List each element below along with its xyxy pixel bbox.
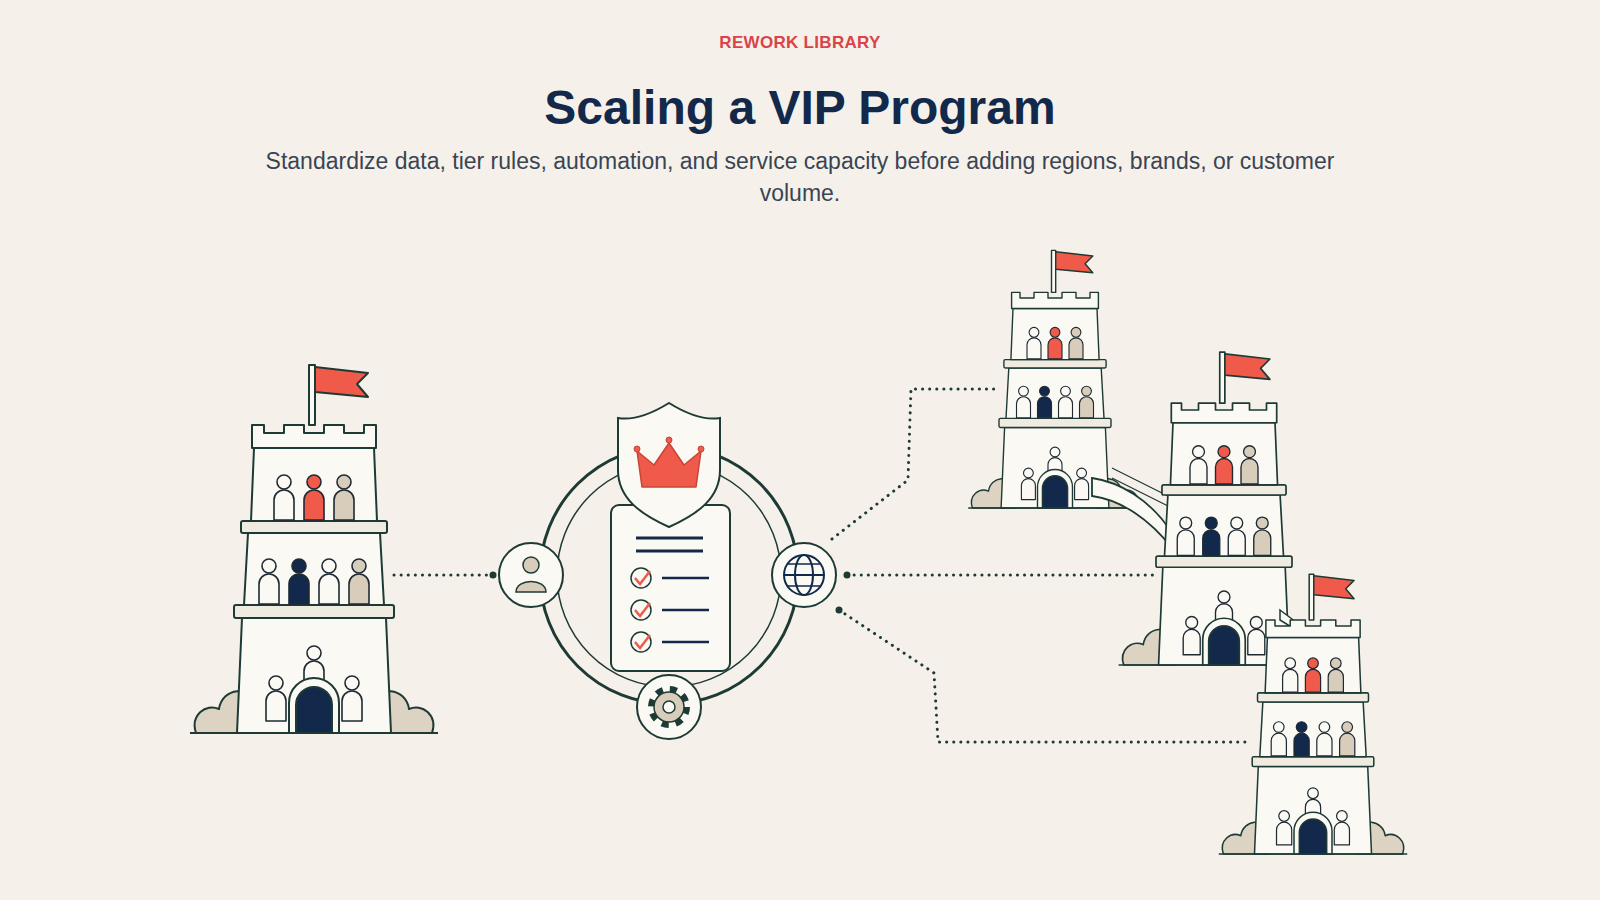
globe-parallel [788,564,820,586]
clipboard-line [636,550,703,553]
gear-teeth [652,690,686,724]
person-icon-circle [499,543,563,607]
gear-icon-circle [637,675,701,739]
eyebrow-label: REWORK LIBRARY [0,33,1600,53]
globe-icon-circle [772,543,836,607]
check-mark [635,603,650,616]
region-tower [1219,574,1407,854]
check-circle [631,568,651,588]
bridge [1092,468,1172,548]
clipboard [611,505,730,671]
clipboard-line [636,537,703,540]
globe-parallel [784,574,824,576]
source-tower [190,365,438,733]
check-circle [631,600,651,620]
check-mark [635,635,650,648]
crown [637,443,701,487]
person-icon-body [516,582,546,593]
crown-jewel [698,446,704,452]
check-mark [635,571,650,584]
checklist-line [662,609,709,612]
hub [499,403,836,739]
crown-jewel [634,446,640,452]
dotted-line [832,389,998,539]
globe [784,555,824,595]
link-dot [490,572,497,579]
checklist-line [662,641,709,644]
link-dot [844,572,851,579]
gear-body [654,692,684,722]
shield [618,403,720,527]
crown-jewel [666,437,672,443]
dotted-links [394,389,1250,742]
page-subtitle: Standardize data, tier rules, automation… [250,145,1350,209]
checklist-line [662,577,709,580]
gear-hole [663,701,675,713]
check-circle [631,632,651,652]
page-title: Scaling a VIP Program [0,80,1600,136]
dotted-line [394,574,493,577]
person-icon-head [523,557,539,573]
link-dot [836,607,843,614]
region-tower [1119,352,1330,665]
dotted-line [847,574,1158,577]
